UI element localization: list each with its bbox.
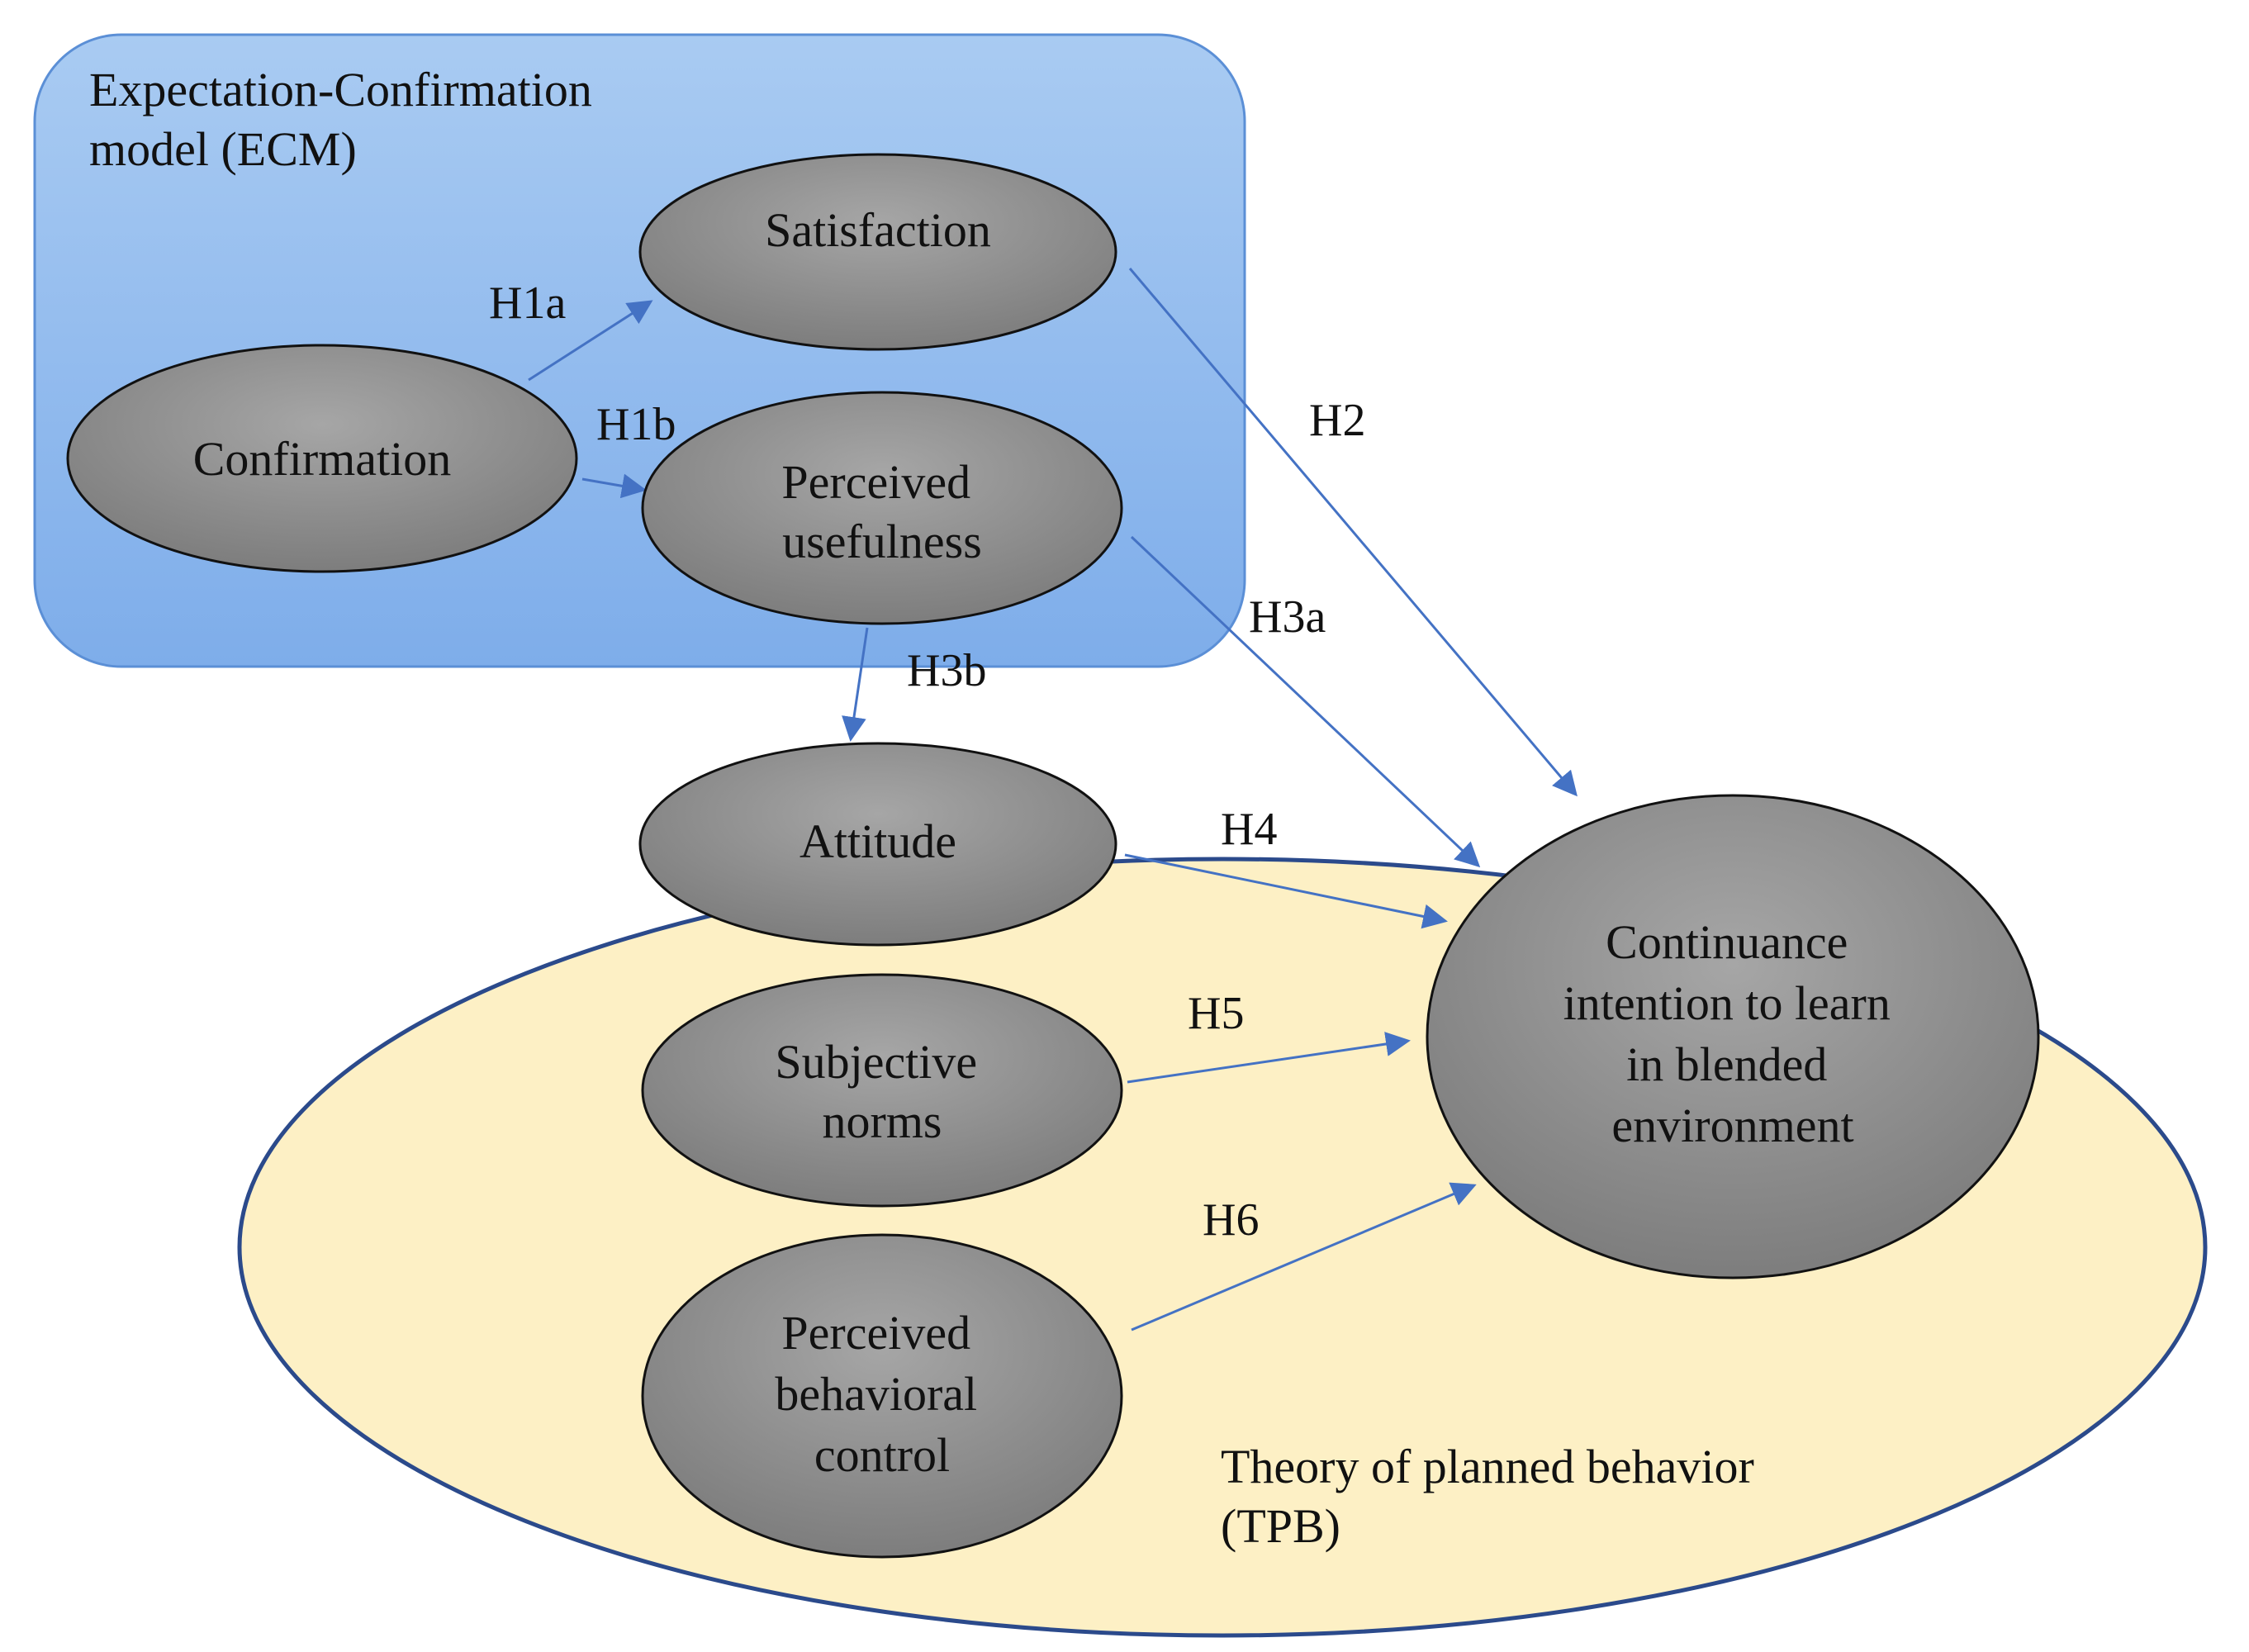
perceived-behavioral-control-shape	[641, 1233, 1123, 1559]
node-attitude: Attitude	[638, 742, 1117, 947]
subjective-norms-shape	[641, 973, 1123, 1208]
continuance-intention-shape	[1426, 794, 2040, 1279]
edge-h3a	[1130, 535, 1481, 868]
label-h2: H2	[1309, 395, 1365, 446]
confirmation-shape	[66, 344, 578, 573]
node-continuance-intention: Continuance intention to learn in blende…	[1426, 794, 2040, 1279]
label-h1a: H1a	[489, 278, 566, 329]
satisfaction-label: Satisfaction	[765, 203, 991, 257]
perceived-usefulness-shape	[641, 391, 1123, 625]
node-perceived-usefulness: Perceived usefulness	[641, 391, 1123, 625]
edge-h2	[1128, 268, 1578, 797]
label-h6: H6	[1203, 1194, 1259, 1246]
node-satisfaction: Satisfaction	[638, 153, 1117, 351]
node-confirmation: Confirmation	[66, 344, 578, 573]
label-h3a: H3a	[1249, 591, 1326, 643]
satisfaction-shape	[638, 153, 1117, 351]
label-h4: H4	[1221, 804, 1277, 855]
node-subjective-norms: Subjective norms	[641, 973, 1123, 1208]
label-h5: H5	[1188, 988, 1244, 1039]
continuance-intention-label: Continuance intention to learn in blende…	[1563, 915, 1903, 1152]
edge-labels: H1a H1b H2 H3a H3b H4 H5 H6	[489, 278, 1365, 1246]
label-h3b: H3b	[907, 645, 986, 696]
tpb-label: Theory of planned behavior (TPB)	[1221, 1440, 1766, 1553]
ecm-label: Expectation-Confirmation model (ECM)	[89, 63, 604, 176]
edge-h4	[1124, 853, 1448, 929]
edge-h6	[1131, 1182, 1477, 1332]
attitude-label: Attitude	[799, 814, 956, 868]
perceived-usefulness-label: Perceived usefulness	[781, 455, 982, 568]
node-perceived-behavioral-control: Perceived behavioral control	[641, 1233, 1123, 1559]
label-h1b: H1b	[596, 399, 676, 450]
edge-h3b	[842, 627, 869, 742]
edge-h1a	[528, 300, 653, 382]
confirmation-label: Confirmation	[193, 432, 452, 486]
edge-h1b	[581, 473, 647, 499]
edge-h5	[1127, 1032, 1411, 1084]
edges	[528, 268, 1578, 1332]
subjective-norms-label: Subjective norms	[775, 1035, 989, 1148]
attitude-shape	[638, 742, 1117, 947]
perceived-behavioral-control-label: Perceived behavioral control	[775, 1306, 989, 1482]
